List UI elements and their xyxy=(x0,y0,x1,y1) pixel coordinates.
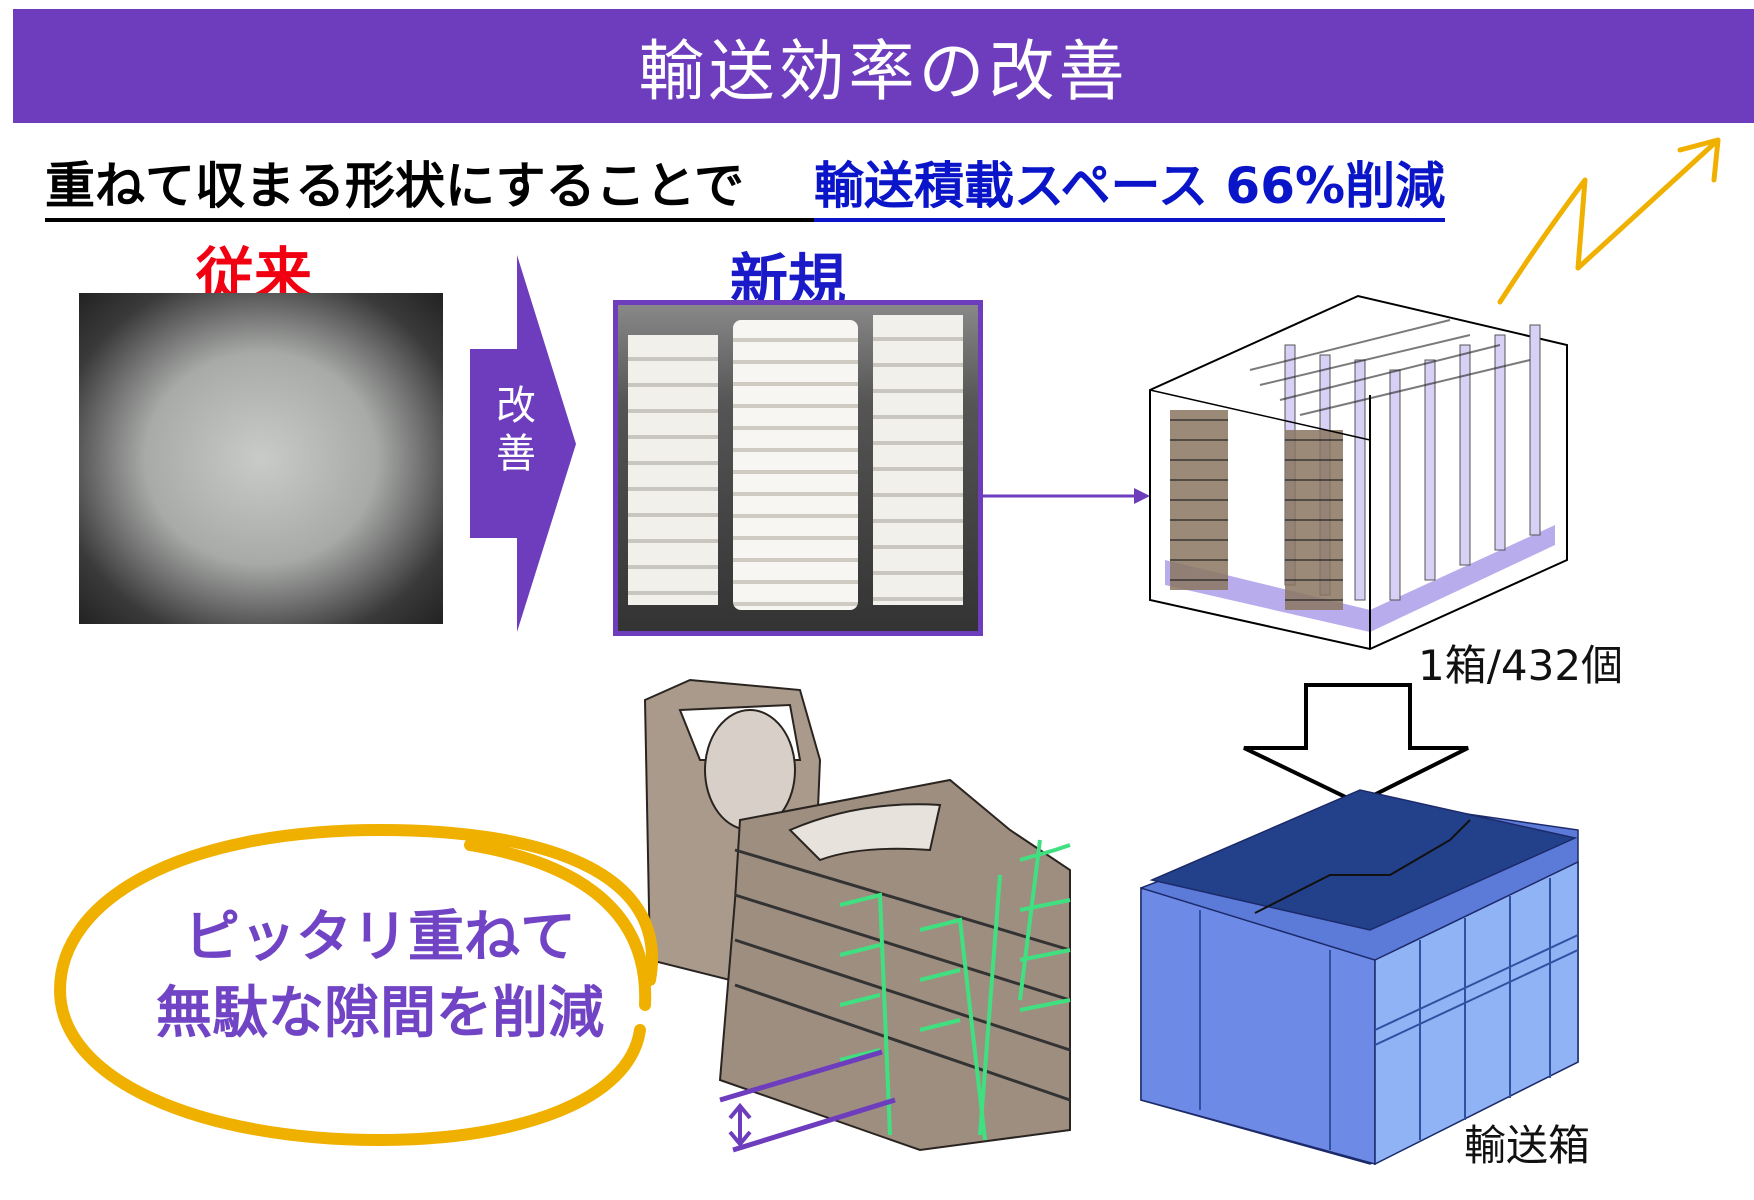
dimension-line-top xyxy=(719,1049,883,1103)
title-bar: 輸送効率の改善 xyxy=(13,9,1754,123)
improve-label: 改善 xyxy=(496,383,536,477)
improve-arrow-icon xyxy=(470,255,576,632)
subtitle-highlight: 輸送積載スペース 66%削減 xyxy=(814,146,1446,222)
callout-text: ピッタリ重ねて 無駄な隙間を削減 xyxy=(80,900,680,1052)
down-arrow-icon xyxy=(1243,683,1469,806)
rising-arrow-icon xyxy=(1497,137,1721,305)
page-title: 輸送効率の改善 xyxy=(638,33,1129,110)
box-count-label: 1箱/432個 xyxy=(1418,641,1624,690)
crate-label: 輸送箱 xyxy=(1464,1121,1591,1170)
connector-arrowhead-icon xyxy=(1134,488,1150,504)
conventional-bagged-parts-photo xyxy=(79,293,443,624)
dimension-line-bottom xyxy=(732,1097,896,1153)
packed-box-drawing xyxy=(1149,294,1568,651)
callout-ring xyxy=(53,823,658,1147)
subtitle-lead: 重ねて収まる形状にすることで xyxy=(45,146,814,222)
transport-crate-drawing xyxy=(1140,789,1579,1166)
callout-line-1: ピッタリ重ねて xyxy=(184,905,576,970)
pitch-double-arrow-icon xyxy=(728,1102,752,1148)
callout-line-2: 無駄な隙間を削減 xyxy=(156,981,604,1046)
subtitle: 重ねて収まる形状にすることで 輸送積載スペース 66%削減 xyxy=(45,146,1446,222)
stacked-cross-section-drawing xyxy=(643,678,1071,1153)
new-stacked-parts-photo xyxy=(613,300,983,636)
